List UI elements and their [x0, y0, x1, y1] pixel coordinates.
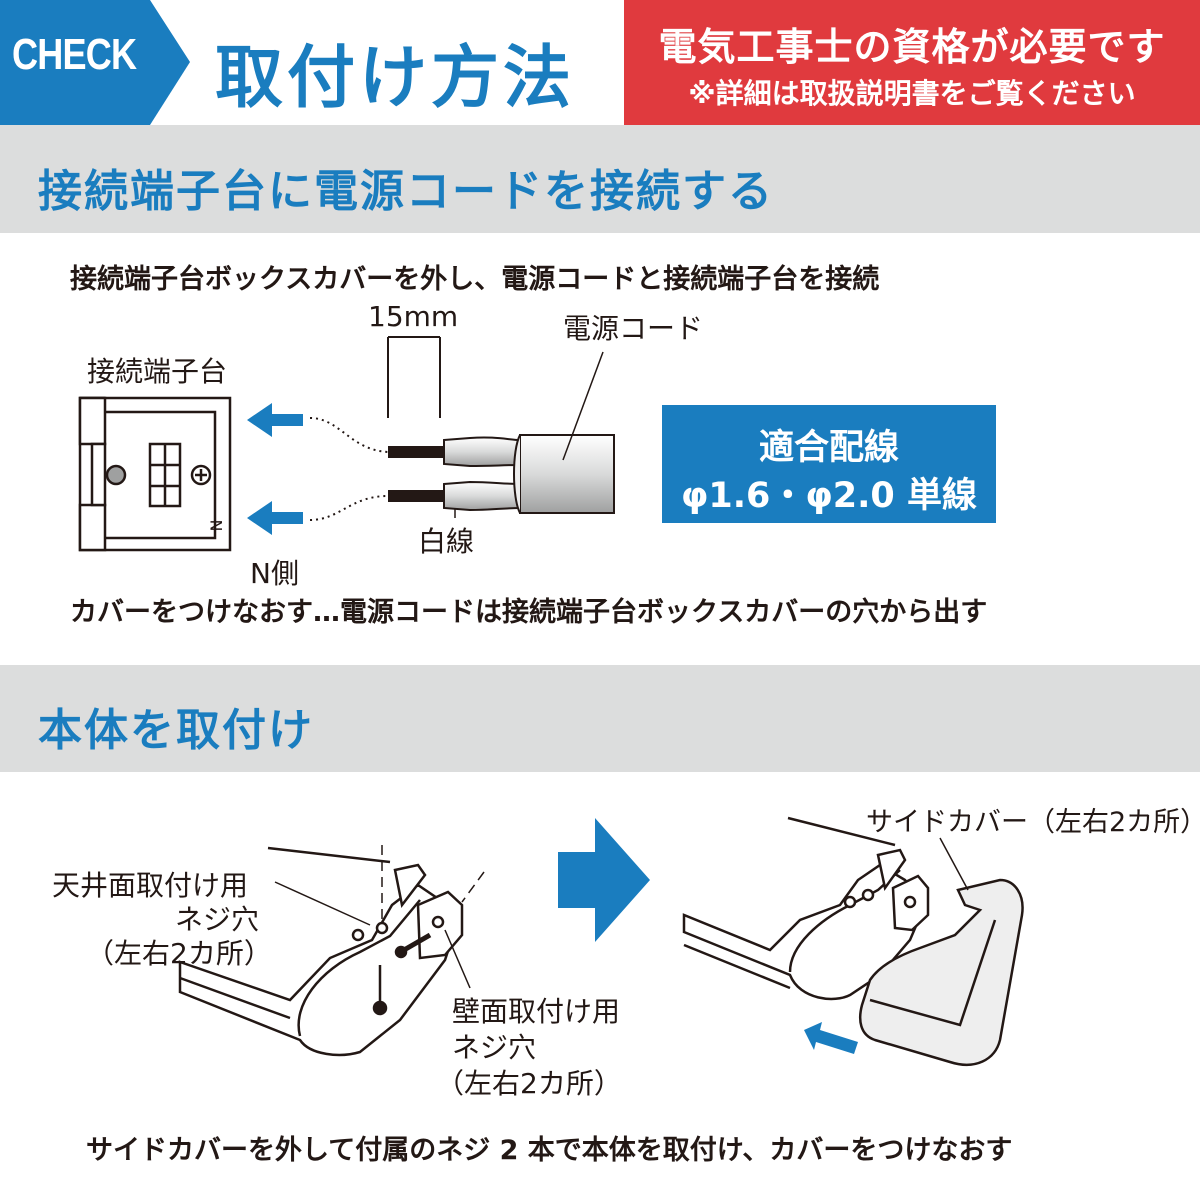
- spec-value: φ1.6・φ2.0 単線: [681, 476, 977, 516]
- section-mount-header: 本体を取付け: [0, 665, 1200, 772]
- side-cover-label: サイドカバー（左右2カ所）: [866, 807, 1200, 838]
- insert-arrow-bottom: [247, 501, 303, 535]
- step-remove-cover-text: 接続端子台ボックスカバーを外し、電源コードと接続端子台を接続: [70, 264, 880, 295]
- wall-hole-label-1: 壁面取付け用: [452, 995, 621, 1028]
- ceiling-hole-label-3: （左右2カ所）: [86, 937, 272, 970]
- wall-hole-label-3: （左右2カ所）: [436, 1067, 622, 1100]
- section-connect-title: 接続端子台に電源コードを接続する: [38, 166, 774, 217]
- compatible-wiring-box: 適合配線 φ1.6・φ2.0 単線: [662, 405, 996, 523]
- power-cord-label: 電源コード: [563, 312, 704, 345]
- n-side-label: N側: [250, 557, 299, 590]
- terminal-block-label: 接続端子台: [87, 355, 228, 388]
- insert-arrow-top: [247, 403, 303, 437]
- spec-title: 適合配線: [758, 428, 899, 468]
- strip-length-label: 15mm: [368, 300, 459, 333]
- cover-slide-arrow: [804, 1022, 858, 1054]
- page-title: 取付け方法: [215, 39, 576, 118]
- check-label: CHECK: [12, 30, 137, 79]
- white-wire-label: 白線: [418, 525, 475, 558]
- wall-hole-label-2: ネジ穴: [452, 1031, 537, 1064]
- warning-main-text: 電気工事士の資格が必要です: [658, 25, 1166, 69]
- next-step-arrow: [558, 818, 650, 942]
- qualification-warning: 電気工事士の資格が必要です ※詳細は取扱説明書をご覧ください: [624, 0, 1200, 125]
- terminal-n-mark: N: [206, 519, 226, 532]
- step-reattach-cover-text: カバーをつけなおす…電源コードは接続端子台ボックスカバーの穴から出す: [70, 597, 988, 628]
- mount-instructions-text: サイドカバーを外して付属のネジ 2 本で本体を取付け、カバーをつけなおす: [86, 1135, 1013, 1166]
- ceiling-hole-label-2: ネジ穴: [175, 903, 260, 936]
- section-mount-title: 本体を取付け: [38, 705, 314, 756]
- check-tab-shape: [0, 0, 190, 125]
- warning-sub-text: ※詳細は取扱説明書をご覧ください: [688, 77, 1136, 110]
- fixture-right-drawing: [682, 816, 1024, 1067]
- section-connect-header: 接続端子台に電源コードを接続する: [0, 125, 1200, 233]
- ceiling-hole-label-1: 天井面取付け用: [52, 869, 249, 902]
